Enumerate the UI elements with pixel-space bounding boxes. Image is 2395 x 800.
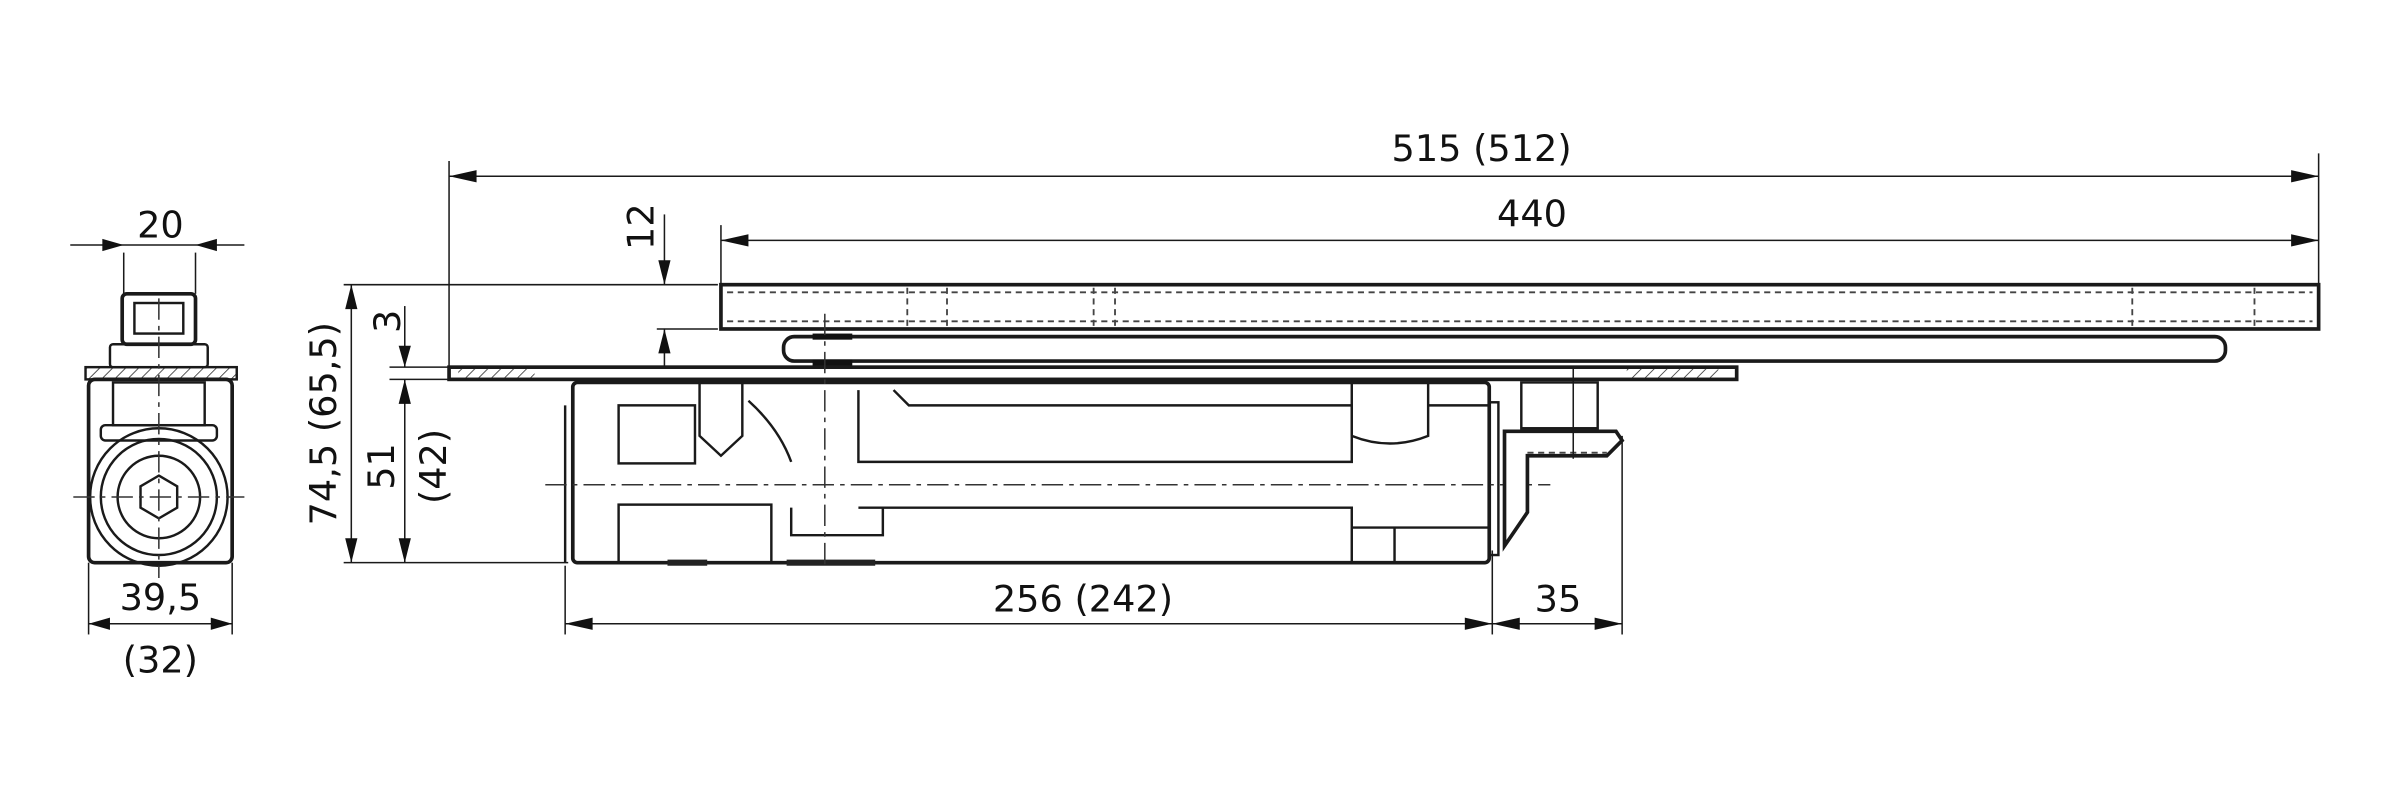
mounting-plate [447, 365, 1739, 382]
dimension-label: 440 [1497, 193, 1567, 236]
dimension-label: 12 [620, 203, 663, 250]
guide-rail-arm [719, 282, 2321, 331]
side-view [73, 292, 245, 578]
dimension-label: 515 (512) [1392, 127, 1572, 170]
dimension-label: 3 [366, 310, 409, 333]
dimension-arm-offset: 12 [343, 203, 718, 368]
dimension-label: 39,5 [120, 576, 202, 619]
end-cap-bracket [1488, 367, 1625, 557]
dimension-label: 51 [360, 443, 403, 490]
dimension-body-height: 51 (42) [360, 379, 455, 563]
dimension-plate-thickness: 3 [366, 306, 450, 381]
dimension-top-width: 20 [70, 203, 245, 294]
dimension-label: 256 (242) [993, 578, 1173, 621]
dimension-label-alt: (42) [412, 429, 455, 504]
dimension-total-height: 74,5 (65,5) [302, 284, 569, 564]
dimension-label: 74,5 (65,5) [302, 322, 345, 525]
dimension-arm-length: 440 [720, 193, 2319, 329]
closer-body [545, 313, 1551, 569]
dimension-side-width: 39,5 (32) [87, 562, 233, 682]
dimension-label-alt: (32) [123, 639, 198, 682]
dimension-overall-length: 515 (512) [448, 127, 2320, 375]
dimension-label: 20 [137, 203, 184, 246]
dimension-body-length: 256 (242) [564, 550, 1494, 635]
dimension-label: 35 [1535, 578, 1582, 621]
slide-arm [781, 333, 2228, 366]
dimension-end-cap-length: 35 [1492, 435, 1623, 635]
